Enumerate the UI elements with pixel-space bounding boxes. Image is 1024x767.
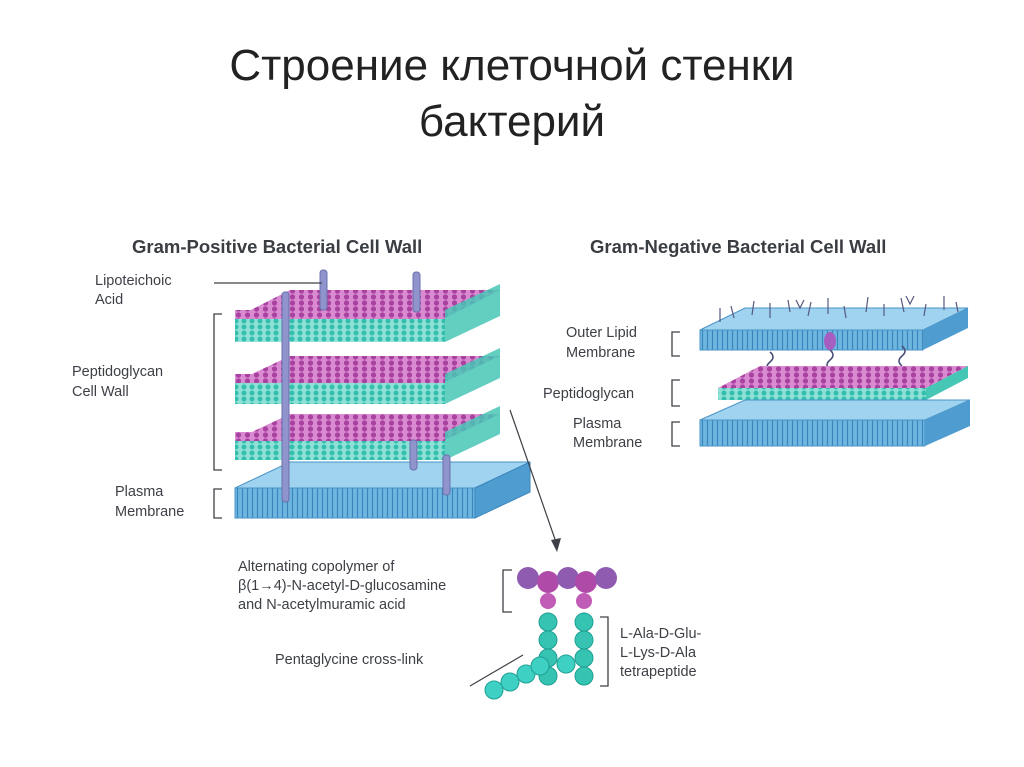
label-gp-peptidoglycan-2: Cell Wall <box>72 384 129 400</box>
title-line-1: Строение клеточной стенки <box>229 41 795 90</box>
copolymer-bracket <box>502 569 512 613</box>
label-gn-peptidoglycan: Peptidoglycan <box>543 386 634 402</box>
label-outer-2: Membrane <box>566 345 635 361</box>
slide-title: Строение клеточной стенки бактерий <box>0 38 1024 150</box>
gp-peptidoglycan-layer-3 <box>235 406 500 460</box>
label-copolymer-1: Alternating copolymer of <box>238 559 395 575</box>
detail-arrow <box>509 409 558 546</box>
gn-outer-membrane <box>699 295 969 351</box>
tetrapeptide-bracket <box>600 616 609 687</box>
label-lipoteichoic-2: Acid <box>95 292 123 308</box>
peptidoglycan-detail-molecule <box>484 567 617 700</box>
gn-peptidoglycan <box>718 366 968 400</box>
label-outer-1: Outer Lipid <box>566 325 637 341</box>
gn-peptidoglycan-bracket <box>671 379 680 407</box>
label-gn-plasma-1: Plasma <box>573 416 622 432</box>
label-copolymer-2: β(1→4)-N-acetyl-D-glucosamine <box>238 578 446 594</box>
label-tetra-3: tetrapeptide <box>620 664 697 680</box>
gp-plasma-bracket <box>213 488 222 519</box>
label-gp-plasma-2: Membrane <box>115 504 184 520</box>
gp-teichoic-rods <box>281 269 451 503</box>
label-tetra-1: L-Ala-D-Glu- <box>620 626 702 642</box>
gram-negative-heading: Gram-Negative Bacterial Cell Wall <box>590 236 886 257</box>
gn-outer-bracket <box>671 331 680 357</box>
gp-peptidoglycan-layer-1 <box>235 284 500 342</box>
label-gn-plasma-2: Membrane <box>573 435 642 451</box>
label-lipoteichoic-1: Lipoteichoic <box>95 273 172 289</box>
gp-peptidoglycan-bracket <box>213 313 222 471</box>
gn-plasma-membrane <box>699 399 971 447</box>
gn-porin <box>824 332 836 350</box>
label-tetra-2: L-Lys-D-Ala <box>620 645 697 661</box>
title-line-2: бактерий <box>418 97 606 146</box>
detail-arrow-head <box>551 538 561 552</box>
label-gp-plasma-1: Plasma <box>115 484 164 500</box>
label-copolymer-3: and N-acetylmuramic acid <box>238 597 406 613</box>
gp-plasma-membrane <box>234 461 531 519</box>
gn-plasma-bracket <box>671 421 680 447</box>
gp-peptidoglycan-layer-2 <box>235 348 500 404</box>
crosslink-leader <box>469 654 524 687</box>
label-crosslink: Pentaglycine cross-link <box>275 652 424 668</box>
label-gp-peptidoglycan-1: Peptidoglycan <box>72 364 163 380</box>
gram-positive-heading: Gram-Positive Bacterial Cell Wall <box>132 236 422 257</box>
